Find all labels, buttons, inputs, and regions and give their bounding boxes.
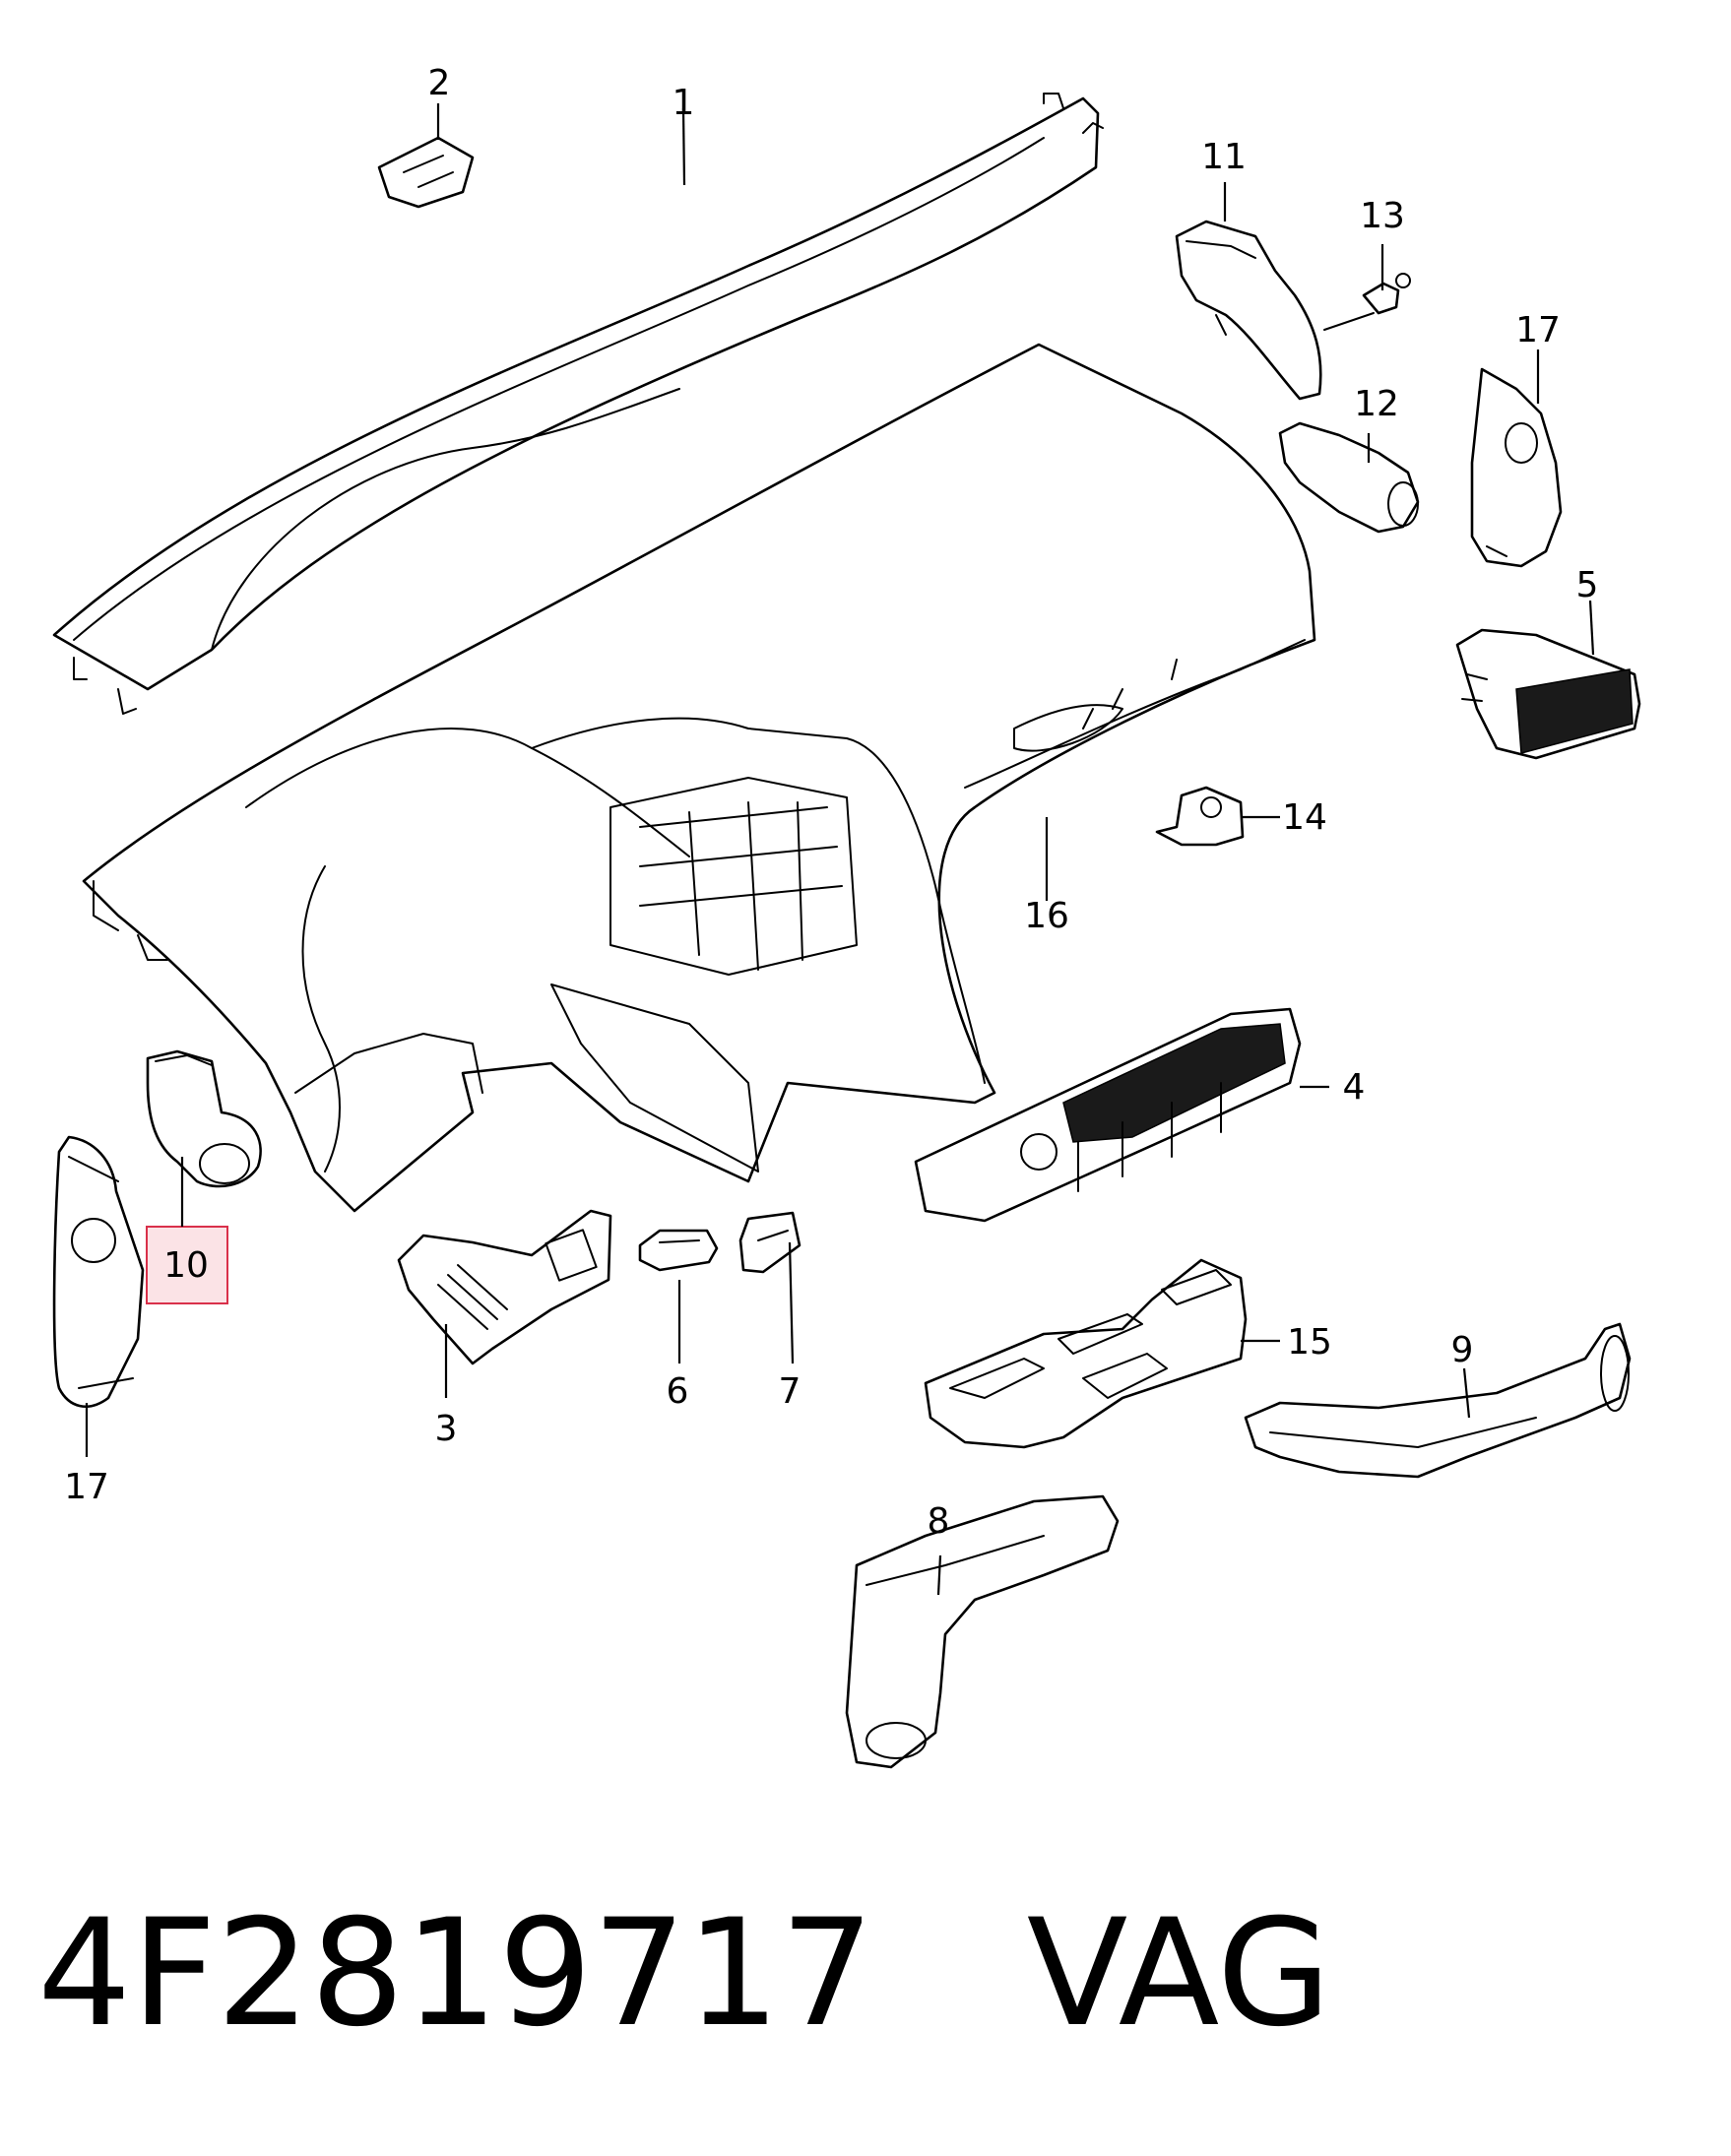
part-7-cover xyxy=(738,1211,801,1274)
callout-8: 8 xyxy=(928,1501,950,1542)
part-17-right-end-cap xyxy=(1470,367,1563,568)
callout-17-left: 17 xyxy=(64,1467,109,1507)
callout-17-right: 17 xyxy=(1515,310,1561,350)
part-16-dashboard-body xyxy=(82,343,1316,1213)
callout-15: 15 xyxy=(1287,1322,1332,1363)
part-5-right-vent xyxy=(1455,628,1641,760)
callout-4: 4 xyxy=(1343,1067,1366,1108)
brand-name: VAG xyxy=(1026,1888,1331,2060)
part-17-left-end-cap xyxy=(52,1135,145,1408)
part-1-dash-top-trim xyxy=(52,93,1104,715)
callout-10: 10 xyxy=(163,1245,209,1286)
callout-5: 5 xyxy=(1576,565,1599,605)
callout-13: 13 xyxy=(1360,196,1405,236)
callout-3: 3 xyxy=(435,1409,458,1449)
part-9-long-duct xyxy=(1244,1322,1632,1479)
part-4-center-vent xyxy=(914,1007,1302,1223)
part-number: 4F2819717 xyxy=(37,1888,874,2060)
part-13-screw xyxy=(1323,273,1411,331)
callout-10-highlight-box xyxy=(146,1226,228,1304)
part-3-left-vent xyxy=(397,1209,612,1365)
callout-9: 9 xyxy=(1451,1330,1474,1370)
callout-11: 11 xyxy=(1201,137,1247,177)
leader-lines xyxy=(85,103,1595,1596)
part-10-air-duct xyxy=(146,1049,262,1188)
part-14-bracket xyxy=(1155,786,1245,847)
part-11-duct xyxy=(1175,220,1322,401)
callout-14: 14 xyxy=(1282,797,1327,838)
part-15-duct-frame xyxy=(924,1258,1248,1449)
part-number-footer: 4F2819717 VAG xyxy=(37,1885,1711,2062)
callout-2: 2 xyxy=(428,63,451,103)
callout-7: 7 xyxy=(779,1371,801,1412)
callout-12: 12 xyxy=(1354,384,1399,424)
part-12-duct xyxy=(1278,421,1420,534)
callout-labels: 1 2 3 4 5 6 7 8 9 10 11 12 13 14 15 16 1… xyxy=(64,63,1598,1542)
callout-1: 1 xyxy=(673,83,695,123)
part-6-switch xyxy=(638,1229,719,1272)
callout-6: 6 xyxy=(667,1371,689,1412)
part-2-clip xyxy=(377,136,475,209)
part-8-lower-duct xyxy=(845,1494,1120,1769)
callout-16: 16 xyxy=(1024,896,1069,936)
